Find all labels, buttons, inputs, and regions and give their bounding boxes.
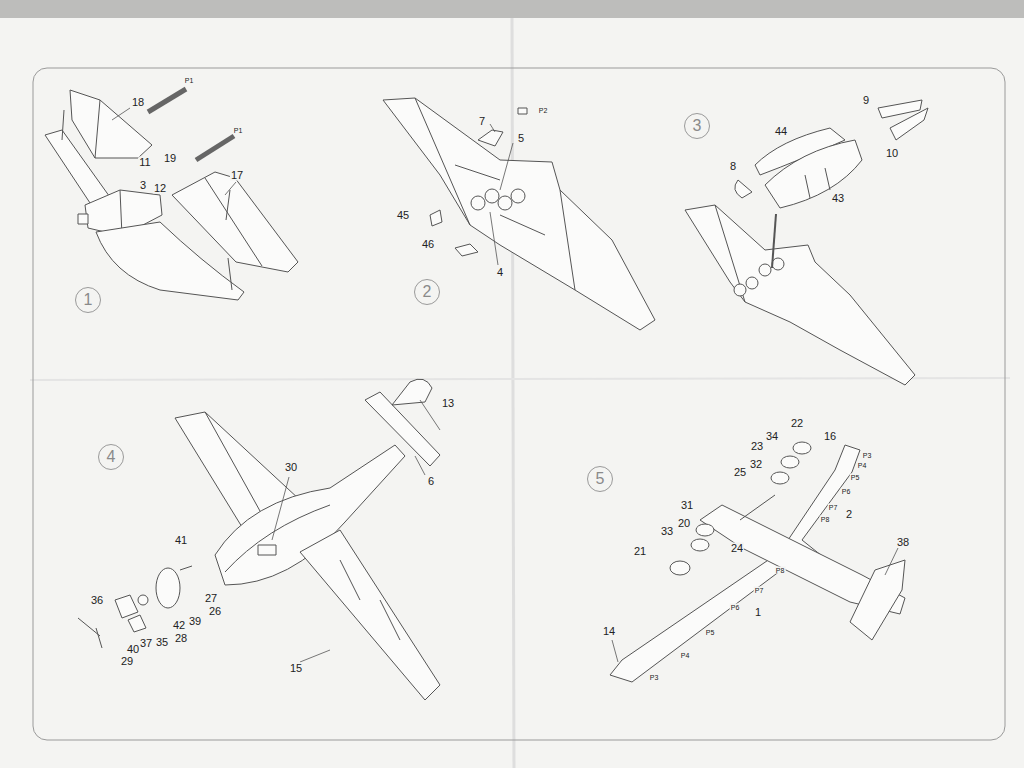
callout-number: 35 bbox=[155, 637, 169, 648]
callout-number: 44 bbox=[774, 126, 788, 137]
callout-number: 28 bbox=[174, 633, 188, 644]
callout-number: 27 bbox=[204, 593, 218, 604]
callout-number: P3 bbox=[862, 452, 873, 459]
paper bbox=[0, 16, 1024, 768]
step-circle: 5 bbox=[587, 466, 613, 492]
step-number: 2 bbox=[423, 284, 432, 300]
callout-number: 23 bbox=[750, 441, 764, 452]
fold-line bbox=[30, 378, 1010, 380]
callout-number: P5 bbox=[705, 629, 716, 636]
leader-lines bbox=[112, 108, 898, 662]
step-circle: 4 bbox=[98, 444, 124, 470]
callout-number: 38 bbox=[896, 537, 910, 548]
callout-number: P4 bbox=[680, 652, 691, 659]
callout-number: 42 bbox=[172, 620, 186, 631]
callout-number: 25 bbox=[733, 467, 747, 478]
callout-number: P7 bbox=[754, 587, 765, 594]
callout-number: P1 bbox=[184, 77, 195, 84]
callout-number: 32 bbox=[749, 459, 763, 470]
callout-number: 22 bbox=[790, 418, 804, 429]
fold-line bbox=[512, 18, 514, 768]
callout-number: P5 bbox=[850, 474, 861, 481]
callout-number: 41 bbox=[174, 535, 188, 546]
callout-number: 5 bbox=[517, 133, 525, 144]
callout-number: 1 bbox=[754, 607, 762, 618]
callout-number: 19 bbox=[163, 153, 177, 164]
callout-number: P8 bbox=[775, 567, 786, 574]
step-number: 1 bbox=[84, 292, 93, 308]
callout-number: 29 bbox=[120, 656, 134, 667]
callout-number: 11 bbox=[138, 157, 151, 168]
callout-number: 45 bbox=[396, 210, 410, 221]
callout-number: P6 bbox=[730, 604, 741, 611]
step-circle: 2 bbox=[414, 279, 440, 305]
callout-number: 10 bbox=[885, 148, 899, 159]
callout-number: 15 bbox=[289, 663, 303, 674]
callout-number: 8 bbox=[729, 161, 737, 172]
callout-number: 6 bbox=[427, 476, 435, 487]
callout-number: 14 bbox=[602, 626, 616, 637]
callout-number: 12 bbox=[153, 183, 167, 194]
callout-number: 37 bbox=[139, 638, 153, 649]
callout-number: 9 bbox=[862, 95, 870, 106]
step-number: 3 bbox=[693, 118, 702, 134]
callout-number: 26 bbox=[208, 606, 222, 617]
callout-number: 46 bbox=[421, 239, 435, 250]
callout-number: 21 bbox=[633, 546, 647, 557]
callout-number: P4 bbox=[857, 462, 868, 469]
callout-number: P8 bbox=[820, 516, 831, 523]
step-circle: 3 bbox=[684, 113, 710, 139]
callout-number: 43 bbox=[831, 193, 845, 204]
callout-number: 33 bbox=[660, 526, 674, 537]
step-number: 5 bbox=[596, 471, 605, 487]
callout-number: P1 bbox=[233, 127, 244, 134]
aircraft-drawings bbox=[45, 89, 928, 700]
callout-number: P6 bbox=[841, 488, 852, 495]
callout-number: 3 bbox=[139, 180, 147, 191]
callout-number: 13 bbox=[441, 398, 455, 409]
callout-number: 34 bbox=[765, 431, 779, 442]
background-strip bbox=[0, 0, 1024, 18]
callout-number: P2 bbox=[538, 107, 549, 114]
callout-number: P7 bbox=[828, 504, 839, 511]
callout-number: 16 bbox=[823, 431, 837, 442]
step-circle: 1 bbox=[75, 287, 101, 313]
step-number: 4 bbox=[107, 449, 116, 465]
callout-number: 7 bbox=[478, 116, 486, 127]
sheet-frame bbox=[33, 68, 1005, 740]
callout-number: 36 bbox=[90, 595, 104, 606]
callout-number: 17 bbox=[230, 170, 244, 181]
callout-number: 4 bbox=[496, 267, 504, 278]
callout-number: P3 bbox=[649, 674, 660, 681]
callout-number: 30 bbox=[284, 462, 298, 473]
callout-number: 2 bbox=[845, 509, 853, 520]
callout-number: 18 bbox=[131, 97, 145, 108]
callout-number: 39 bbox=[188, 616, 202, 627]
callout-number: 20 bbox=[677, 518, 691, 529]
callout-number: 24 bbox=[730, 543, 744, 554]
callout-number: 31 bbox=[680, 500, 694, 511]
callout-number: 40 bbox=[126, 644, 140, 655]
